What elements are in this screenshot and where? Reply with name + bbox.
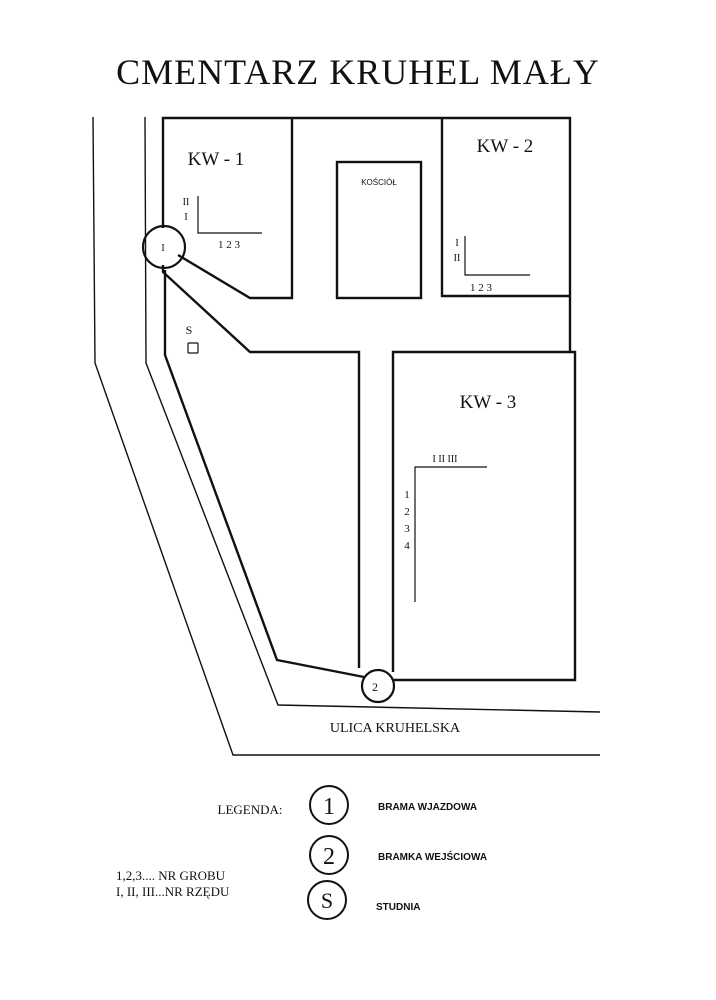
gate-2-marker-label: 2 — [372, 680, 378, 694]
legend-label: BRAMA WJAZDOWA — [378, 802, 477, 813]
kw2-grave-axes: I II 1 2 3 — [454, 236, 530, 294]
path-outline — [161, 265, 361, 668]
map-title: CMENTARZ KRUHEL MAŁY — [116, 52, 600, 92]
legend: LEGENDA: 1 BRAMA WJAZDOWA 2 BRAMKA WEJŚC… — [116, 785, 487, 920]
church-outline — [335, 160, 423, 300]
kw3-grave-axes: I II III 1 2 3 4 — [404, 454, 487, 602]
section-kw1-outline — [177, 118, 294, 300]
kw3-col-labels: I II III — [433, 454, 458, 465]
road-boundary — [92, 116, 601, 756]
well-icon — [187, 342, 199, 354]
legend-gate-icon — [309, 785, 349, 825]
section-kw3-label: KW - 3 — [460, 392, 517, 413]
section-kw1-label: KW - 1 — [188, 149, 245, 170]
legend-note-row: I, II, III...NR RZĘDU — [116, 884, 230, 899]
well-marker-label: S — [186, 323, 193, 337]
street-label: ULICA KRUHELSKA — [330, 721, 461, 736]
section-kw2-label: KW - 2 — [477, 136, 534, 157]
kw1-col-labels: 1 2 3 — [218, 239, 241, 251]
section-kw3-outline — [391, 350, 570, 672]
legend-well-icon — [307, 880, 347, 920]
gate-1-marker: I — [141, 224, 187, 270]
legend-symbol: 1 — [323, 794, 335, 820]
legend-note-grave: 1,2,3.... NR GROBU — [116, 868, 226, 883]
kw2-row-label: I — [455, 238, 458, 249]
gate-1-marker-label: I — [161, 243, 164, 254]
legend-label: STUDNIA — [376, 902, 420, 913]
legend-small-gate-icon — [309, 835, 349, 875]
path-outline-left — [163, 270, 365, 679]
legend-symbol: 2 — [323, 844, 335, 870]
kw1-grave-axes: II I 1 2 3 — [183, 196, 262, 251]
church-label: KOŚCIÓŁ — [361, 178, 397, 187]
kw2-row-label: II — [454, 253, 461, 264]
kw3-row-label: 2 — [404, 506, 410, 518]
gate-2-marker: 2 — [360, 668, 396, 704]
legend-symbol: S — [321, 888, 333, 913]
kw1-row-label: II — [183, 197, 190, 208]
legend-heading: LEGENDA: — [218, 802, 283, 817]
kw2-col-labels: 1 2 3 — [470, 282, 493, 294]
kw3-row-label: 4 — [404, 540, 410, 552]
well-marker: S — [186, 323, 199, 354]
kw3-row-label: 3 — [404, 523, 410, 535]
legend-label: BRAMKA WEJŚCIOWA — [378, 850, 487, 863]
section-kw2-outline — [440, 118, 570, 298]
kw3-row-label: 1 — [404, 489, 410, 501]
kw1-row-label: I — [184, 212, 187, 223]
